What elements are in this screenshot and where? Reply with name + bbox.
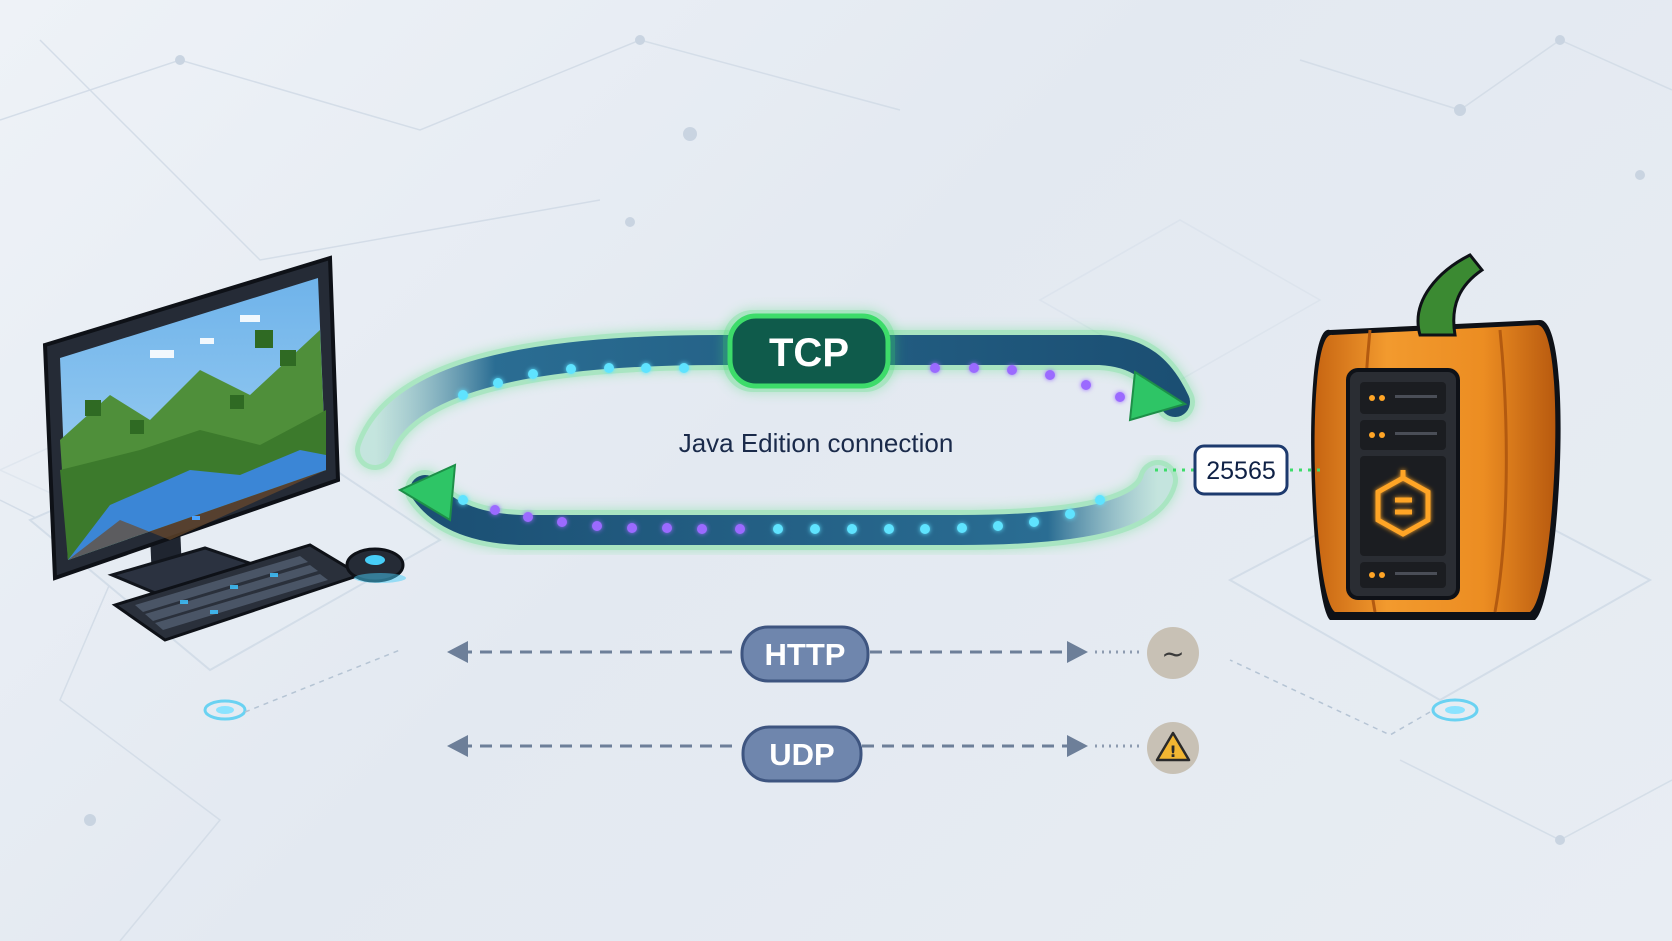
- packet-dot: [1065, 509, 1075, 519]
- packet-dot: [592, 521, 602, 531]
- tcp-label-text: TCP: [769, 331, 849, 375]
- desktop-computer-icon: [42, 255, 406, 642]
- packet-dot: [679, 363, 689, 373]
- packet-dot: [884, 524, 894, 534]
- packet-dot: [1115, 392, 1125, 402]
- packet-dot: [493, 378, 503, 388]
- packet-dot: [697, 524, 707, 534]
- packet-dot: [662, 523, 672, 533]
- packet-dot: [957, 523, 967, 533]
- packet-dot: [993, 521, 1003, 531]
- packet-dot: [566, 364, 576, 374]
- packet-dot: [458, 390, 468, 400]
- packet-dots-outbound: [458, 363, 1125, 402]
- packet-dot: [528, 369, 538, 379]
- packet-dot: [523, 512, 533, 522]
- packet-dot: [1007, 365, 1017, 375]
- pumpkin-server-icon: [1311, 253, 1561, 620]
- tcp-label: TCP: [723, 310, 895, 392]
- packet-dot: [847, 524, 857, 534]
- packet-dot: [930, 363, 940, 373]
- packet-dots-inbound: [458, 495, 1105, 534]
- tcp-connection: [355, 330, 1195, 550]
- port-badge: 25565: [1155, 444, 1320, 496]
- udp-label: UDP: [769, 737, 834, 772]
- packet-dot: [627, 523, 637, 533]
- packet-dot: [1045, 370, 1055, 380]
- port-number: 25565: [1206, 457, 1276, 485]
- packet-dot: [810, 524, 820, 534]
- packet-dot: [1029, 517, 1039, 527]
- tcp-caption: Java Edition connection: [679, 428, 954, 458]
- svg-text:~: ~: [1161, 637, 1184, 670]
- packet-dot: [920, 524, 930, 534]
- packet-dot: [735, 524, 745, 534]
- packet-dot: [1095, 495, 1105, 505]
- warning-icon: !: [1147, 722, 1199, 774]
- packet-dot: [458, 495, 468, 505]
- packet-dot: [641, 363, 651, 373]
- packet-dot: [604, 363, 614, 373]
- tilde-icon: ~: [1147, 627, 1199, 679]
- packet-dot: [969, 363, 979, 373]
- packet-dot: [490, 505, 500, 515]
- udp-connection: UDP !: [447, 722, 1199, 783]
- http-label: HTTP: [765, 637, 846, 672]
- packet-dot: [1081, 380, 1091, 390]
- http-connection: HTTP ~: [447, 625, 1199, 683]
- background-nodes: [84, 35, 1645, 845]
- svg-text:!: !: [1169, 742, 1176, 761]
- packet-dot: [773, 524, 783, 534]
- packet-dot: [557, 517, 567, 527]
